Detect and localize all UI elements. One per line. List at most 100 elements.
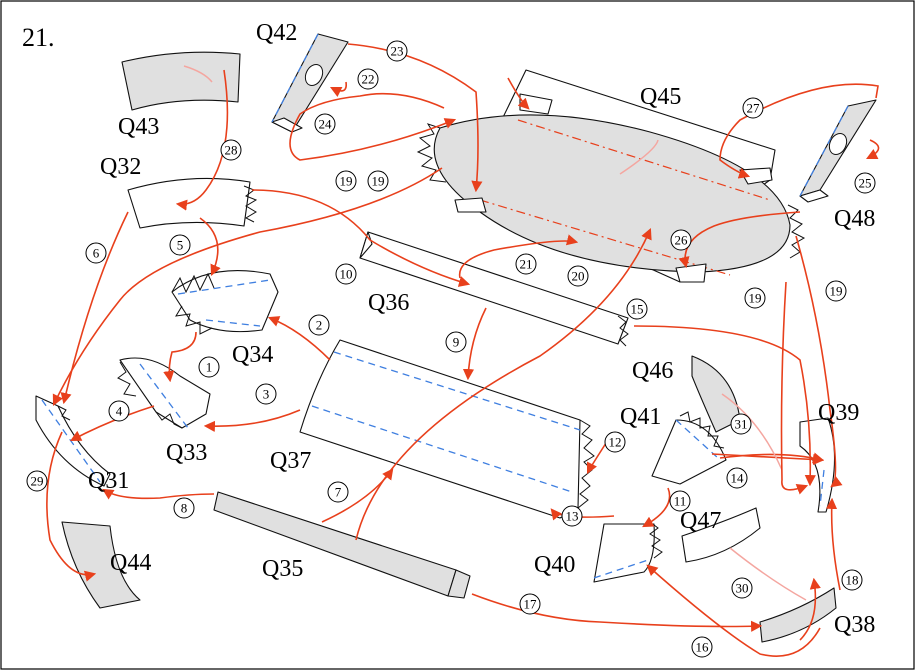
part-label-q35: Q35 [262, 556, 303, 582]
step-marker: 19 [335, 170, 357, 192]
part-label-q45: Q45 [640, 84, 681, 110]
svg-text:27: 27 [747, 101, 761, 116]
svg-text:26: 26 [675, 233, 689, 248]
step-marker: 22 [357, 68, 379, 90]
part-label-q36: Q36 [368, 290, 409, 316]
svg-text:29: 29 [31, 474, 44, 489]
step-marker: 1 [198, 356, 220, 378]
part-q34-shape [171, 270, 279, 335]
step-marker: 16 [691, 636, 713, 658]
step-marker: 13 [561, 505, 583, 527]
svg-text:3: 3 [263, 387, 270, 402]
step-marker: 28 [220, 139, 242, 161]
svg-text:18: 18 [846, 573, 859, 588]
step-marker: 23 [386, 40, 408, 62]
part-label-q38: Q38 [834, 612, 875, 638]
figure-number: 21. [22, 23, 55, 52]
svg-text:19: 19 [749, 291, 762, 306]
part-label-q40: Q40 [534, 552, 575, 578]
step-marker: 2 [308, 314, 330, 336]
step-marker: 20 [567, 265, 589, 287]
svg-text:20: 20 [572, 269, 585, 284]
step-marker: 7 [327, 481, 349, 503]
step-marker: 10 [335, 263, 357, 285]
assembly-arrows [46, 43, 880, 657]
svg-text:7: 7 [335, 485, 342, 500]
part-q32-shape [127, 177, 258, 229]
part-q44-shape [61, 521, 141, 609]
step-marker: 11 [669, 490, 691, 512]
part-label-q33: Q33 [166, 440, 207, 466]
step-marker: 14 [726, 467, 748, 489]
step-marker: 30 [731, 577, 753, 599]
svg-text:10: 10 [340, 267, 353, 282]
step-marker: 27 [742, 97, 764, 119]
step-marker: 18 [841, 569, 863, 591]
svg-text:30: 30 [736, 581, 749, 596]
svg-text:25: 25 [859, 176, 872, 191]
step-marker: 19 [825, 280, 847, 302]
step-marker: 17 [519, 593, 541, 615]
svg-text:19: 19 [372, 174, 385, 189]
part-label-q47: Q47 [680, 508, 721, 534]
part-q38-shape [759, 587, 837, 643]
step-marker: 19 [744, 287, 766, 309]
part-q48-shape [799, 99, 877, 203]
part-label-q37: Q37 [270, 448, 311, 474]
part-label-q42: Q42 [256, 20, 297, 46]
part-q35-shape [213, 491, 471, 599]
part-label-q43: Q43 [118, 114, 159, 140]
svg-text:19: 19 [340, 174, 353, 189]
svg-text:22: 22 [362, 72, 375, 87]
part-label-q44: Q44 [110, 550, 151, 576]
step-marker: 19 [367, 170, 389, 192]
svg-text:11: 11 [674, 494, 687, 509]
svg-text:23: 23 [391, 44, 404, 59]
svg-text:19: 19 [830, 284, 843, 299]
step-marker: 9 [445, 331, 467, 353]
svg-text:31: 31 [735, 417, 748, 432]
svg-text:12: 12 [609, 435, 622, 450]
svg-text:28: 28 [225, 143, 238, 158]
svg-text:5: 5 [177, 238, 184, 253]
part-label-q39: Q39 [818, 400, 859, 426]
svg-text:24: 24 [319, 117, 333, 132]
svg-text:17: 17 [524, 597, 538, 612]
step-marker: 29 [26, 470, 48, 492]
svg-text:16: 16 [696, 640, 710, 655]
step-marker: 24 [314, 113, 336, 135]
part-label-q31: Q31 [88, 468, 129, 494]
part-q43-shape [121, 51, 241, 111]
step-marker: 3 [255, 383, 277, 405]
step-marker: 26 [670, 229, 692, 251]
step-markers: 1 2 3 4 5 6 7 8 9 10 11 12 13 14 15 16 1… [26, 40, 876, 658]
step-marker: 25 [854, 172, 876, 194]
part-q33-shape [117, 357, 211, 429]
step-marker: 31 [730, 413, 752, 435]
step-marker: 4 [108, 400, 130, 422]
step-marker: 12 [604, 431, 626, 453]
step-marker: 5 [169, 234, 191, 256]
part-label-q34: Q34 [232, 342, 273, 368]
svg-text:14: 14 [731, 471, 745, 486]
svg-text:9: 9 [453, 335, 460, 350]
step-marker: 8 [173, 497, 195, 519]
svg-text:15: 15 [631, 302, 644, 317]
part-label-q41: Q41 [620, 404, 661, 430]
part-label-q32: Q32 [100, 154, 141, 180]
step-marker: 15 [626, 298, 648, 320]
part-label-q48: Q48 [834, 206, 875, 232]
part-label-q46: Q46 [632, 358, 673, 384]
part-q42-shape [271, 33, 349, 133]
part-labels: Q31 Q32 Q33 Q34 Q35 Q36 Q37 Q38 Q39 Q40 … [88, 20, 875, 638]
svg-text:4: 4 [116, 404, 123, 419]
part-q41-shape [651, 411, 727, 485]
step-marker: 6 [85, 242, 107, 264]
part-q40-shape [593, 521, 663, 583]
svg-text:21: 21 [520, 257, 533, 272]
svg-text:1: 1 [206, 360, 213, 375]
svg-text:13: 13 [566, 509, 579, 524]
svg-text:2: 2 [316, 318, 323, 333]
